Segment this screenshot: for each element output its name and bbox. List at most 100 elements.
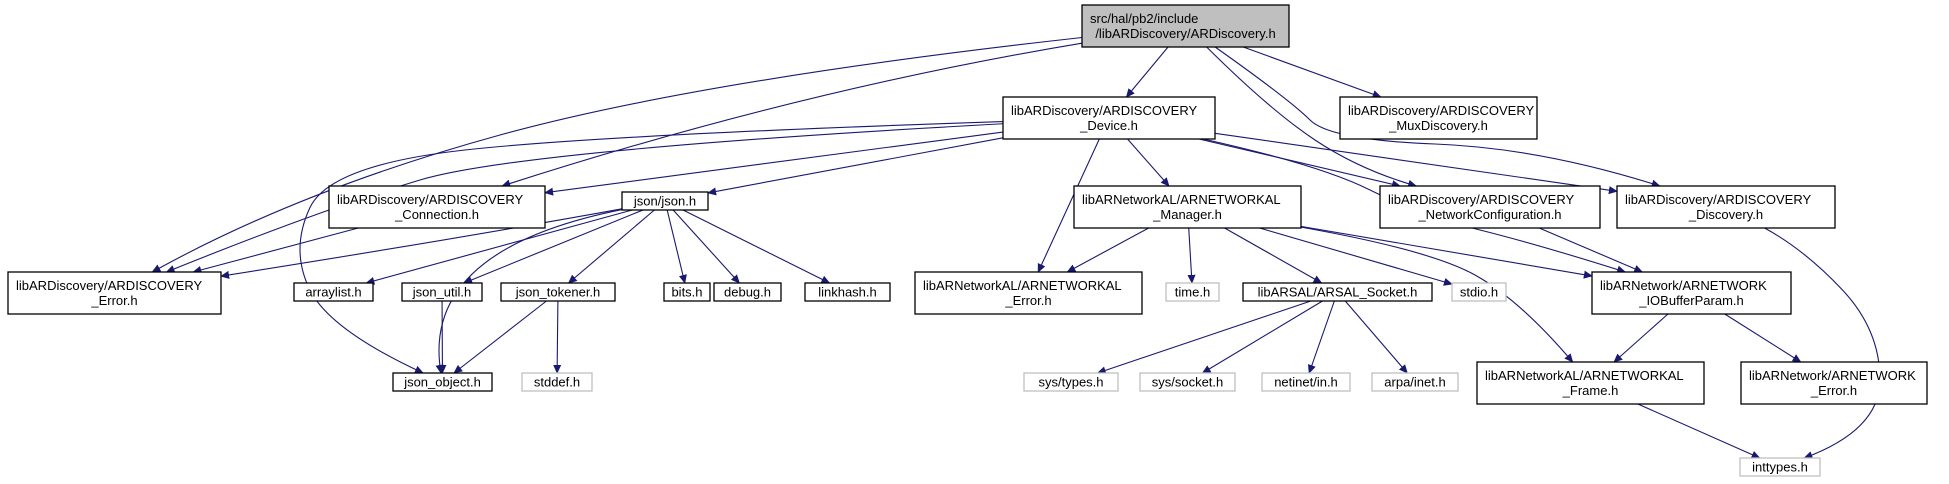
node-label: /libARDiscovery/ARDiscovery.h bbox=[1095, 26, 1275, 41]
node-label: arpa/inet.h bbox=[1384, 375, 1445, 390]
edge-socket-to-systypes bbox=[1096, 300, 1312, 375]
node-box bbox=[521, 372, 593, 392]
node-label: _Error.h bbox=[1004, 293, 1051, 308]
node-label: libARDiscovery/ARDISCOVERY bbox=[16, 278, 202, 293]
node-iobuffer[interactable]: libARNetwork/ARNETWORK_IOBufferParam.h bbox=[1591, 271, 1792, 315]
edge-almanager-to-stdio bbox=[1259, 227, 1453, 286]
node-label: stddef.h bbox=[534, 375, 580, 390]
node-almanager[interactable]: libARNetworkAL/ARNETWORKAL_Manager.h bbox=[1073, 185, 1302, 229]
edge-iobuffer-to-nerror bbox=[1724, 313, 1802, 363]
node-netinet: netinet/in.h bbox=[1261, 372, 1351, 392]
node-label: json_object.h bbox=[403, 375, 481, 390]
node-label: libARDiscovery/ARDISCOVERY bbox=[1348, 103, 1534, 118]
node-label: debug.h bbox=[724, 285, 771, 300]
node-alframe[interactable]: libARNetworkAL/ARNETWORKAL_Frame.h bbox=[1476, 361, 1705, 405]
edge-arrow bbox=[1206, 46, 1418, 188]
node-label: src/hal/pb2/include bbox=[1090, 11, 1198, 26]
edge-arrow bbox=[707, 137, 1004, 196]
node-box bbox=[1165, 282, 1220, 302]
node-box bbox=[1023, 372, 1119, 392]
node-box bbox=[1616, 185, 1836, 229]
node-label: _Frame.h bbox=[1562, 383, 1619, 398]
node-box bbox=[914, 271, 1143, 315]
edge-root-to-mux bbox=[1243, 46, 1382, 99]
node-label: libARNetworkAL/ARNETWORKAL bbox=[1082, 192, 1281, 207]
node-label: inttypes.h bbox=[1752, 460, 1808, 475]
node-label: libARDiscovery/ARDISCOVERY bbox=[1011, 103, 1197, 118]
node-arraylist[interactable]: arraylist.h bbox=[293, 282, 374, 302]
node-systypes: sys/types.h bbox=[1023, 372, 1119, 392]
edge-json-to-tokener bbox=[567, 209, 655, 284]
node-connection[interactable]: libARDiscovery/ARDISCOVERY_Connection.h bbox=[328, 185, 546, 229]
node-socket[interactable]: libARSAL/ARSAL_Socket.h bbox=[1242, 282, 1433, 302]
node-box bbox=[1379, 185, 1601, 229]
node-derror[interactable]: libARDiscovery/ARDISCOVERY_Error.h bbox=[7, 271, 222, 315]
edge-arrow bbox=[151, 36, 1083, 273]
edge-arrow bbox=[501, 42, 1083, 188]
edge-alframe-to-inttypes bbox=[1637, 403, 1761, 459]
node-nerror[interactable]: libARNetwork/ARNETWORK_Error.h bbox=[1740, 361, 1928, 405]
node-label: _Device.h bbox=[1079, 118, 1138, 133]
node-label: _Connection.h bbox=[394, 207, 479, 222]
node-label: libARNetworkAL/ARNETWORKAL bbox=[923, 278, 1122, 293]
edge-json-to-linkhash bbox=[682, 209, 831, 284]
node-label: libARNetworkAL/ARNETWORKAL bbox=[1485, 368, 1684, 383]
edge-root-to-device bbox=[1125, 46, 1169, 98]
node-label: _MuxDiscovery.h bbox=[1388, 118, 1488, 133]
edge-arrow bbox=[453, 300, 547, 374]
node-box bbox=[1739, 457, 1821, 477]
edge-arrow bbox=[1300, 225, 1593, 279]
node-root[interactable]: src/hal/pb2/include/libARDiscovery/ARDis… bbox=[1081, 4, 1290, 48]
edge-almanager-to-alframe bbox=[1300, 226, 1574, 363]
node-timeh: time.h bbox=[1165, 282, 1220, 302]
node-linkhash[interactable]: linkhash.h bbox=[804, 282, 891, 302]
node-json[interactable]: json/json.h bbox=[621, 191, 709, 211]
edge-arrow bbox=[682, 209, 831, 284]
node-alerror[interactable]: libARNetworkAL/ARNETWORKAL_Error.h bbox=[914, 271, 1143, 315]
node-jsonobject[interactable]: json_object.h bbox=[392, 372, 493, 392]
node-box bbox=[1591, 271, 1792, 315]
edge-arrow bbox=[1637, 403, 1761, 459]
edge-arrow bbox=[1201, 300, 1323, 374]
node-box bbox=[1242, 282, 1433, 302]
node-box bbox=[713, 282, 782, 302]
edge-arrow bbox=[1127, 138, 1170, 187]
node-tokener[interactable]: json_tokener.h bbox=[500, 282, 616, 302]
nodes-layer: src/hal/pb2/include/libARDiscovery/ARDis… bbox=[7, 4, 1928, 477]
node-label: sys/types.h bbox=[1038, 375, 1103, 390]
edge-device-to-jsonobject bbox=[299, 120, 1004, 374]
node-box bbox=[1081, 4, 1290, 48]
node-arpa: arpa/inet.h bbox=[1371, 372, 1459, 392]
node-box bbox=[1073, 185, 1302, 229]
edge-device-to-netconfig bbox=[1198, 138, 1401, 189]
node-box bbox=[1476, 361, 1705, 405]
edge-device-to-alerror bbox=[1037, 138, 1100, 273]
node-box bbox=[328, 185, 546, 229]
node-bits[interactable]: bits.h bbox=[663, 282, 711, 302]
node-box bbox=[1451, 282, 1507, 302]
edge-arrow bbox=[365, 209, 633, 285]
node-debug[interactable]: debug.h bbox=[713, 282, 782, 302]
edges-layer bbox=[151, 36, 1881, 459]
edge-json-to-jsonutil bbox=[463, 209, 644, 284]
edge-arrow bbox=[553, 300, 562, 374]
edge-arrow bbox=[1187, 227, 1196, 284]
node-label: libARDiscovery/ARDISCOVERY bbox=[1388, 192, 1574, 207]
node-jsonutil[interactable]: json_util.h bbox=[401, 282, 483, 302]
node-label: stdio.h bbox=[1460, 285, 1498, 300]
node-netconfig[interactable]: libARDiscovery/ARDISCOVERY_NetworkConfig… bbox=[1379, 185, 1601, 229]
edge-device-to-connection bbox=[544, 131, 1004, 196]
edge-json-to-arraylist bbox=[365, 209, 633, 285]
node-device[interactable]: libARDiscovery/ARDISCOVERY_Device.h bbox=[1002, 96, 1216, 140]
edge-almanager-to-socket bbox=[1224, 227, 1323, 284]
edge-socket-to-syssocket bbox=[1201, 300, 1323, 374]
edge-arrow bbox=[666, 209, 687, 284]
node-discovery[interactable]: libARDiscovery/ARDISCOVERY_Discovery.h bbox=[1616, 185, 1836, 229]
edge-arrow bbox=[1538, 227, 1644, 273]
node-mux[interactable]: libARDiscovery/ARDISCOVERY_MuxDiscovery.… bbox=[1339, 96, 1538, 140]
node-label: json_tokener.h bbox=[515, 285, 601, 300]
edge-arrow bbox=[1243, 46, 1382, 99]
edge-connection-to-derror bbox=[192, 227, 359, 274]
edge-socket-to-netinet bbox=[1308, 300, 1335, 374]
edge-json-to-bits bbox=[666, 209, 687, 284]
